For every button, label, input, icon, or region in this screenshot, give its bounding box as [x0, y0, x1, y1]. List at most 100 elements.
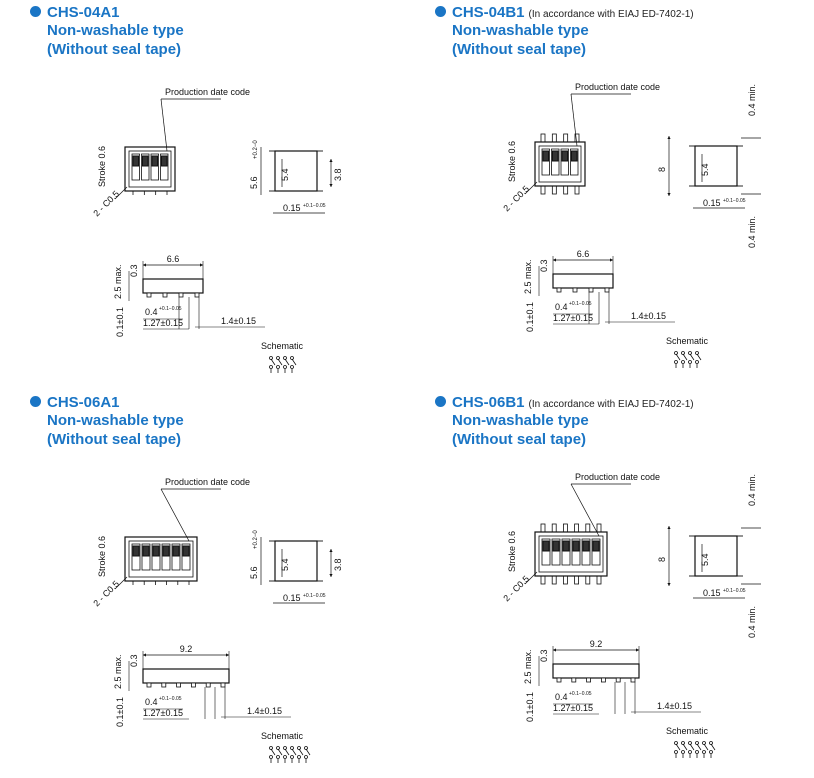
lead-width-tolerance-label: +0.1−0.05 [569, 301, 592, 307]
schematic-switch [689, 353, 695, 361]
lead-thickness-label: 0.15 [703, 588, 721, 598]
subtitle-seal: (Without seal tape) [47, 41, 182, 58]
dimension-arrow [143, 263, 146, 267]
front-lead [194, 292, 200, 298]
switch-actuator [542, 540, 550, 552]
chamfer-label: 2 - C0.5 [501, 184, 531, 214]
length-label: 6.6 [167, 254, 180, 264]
front-lead [178, 292, 184, 298]
schematic-switch [689, 743, 695, 751]
schematic-contact [269, 365, 273, 369]
side-label: 3.8 [333, 558, 343, 571]
switch-slot [150, 153, 159, 181]
schematic-switch [696, 353, 702, 361]
lead-width-label: 0.4 [555, 692, 568, 702]
top-view-body [534, 141, 586, 187]
schematic-switch [277, 748, 283, 756]
lead-thickness-tolerance-label: +0.1−0.05 [303, 593, 326, 599]
schematic-label: Schematic [261, 341, 304, 351]
switch-actuator [142, 155, 149, 167]
lead-top [563, 133, 569, 143]
front-lead [615, 677, 621, 683]
front-view-body [552, 663, 640, 679]
body-label: 5.4 [700, 553, 710, 566]
switch-actuator [182, 545, 190, 557]
model-name: CHS-06A1 [47, 394, 120, 411]
schematic-switch [305, 748, 311, 756]
schematic-switch [298, 748, 304, 756]
min-label-bottom: 0.4 min. [747, 606, 757, 638]
schematic-contact [283, 755, 287, 759]
top-view-inner [538, 535, 604, 573]
stroke-label: Stroke 0.6 [97, 536, 107, 577]
schematic-label: Schematic [666, 336, 709, 346]
schematic-switch [682, 743, 688, 751]
model-name: CHS-06B1 [452, 394, 525, 411]
body-label: 5.4 [280, 558, 290, 571]
switch-slot [551, 148, 560, 176]
switch-slot [141, 153, 150, 181]
front-lead [572, 287, 578, 293]
front-lead [146, 292, 152, 298]
model-name: CHS-04B1 [452, 4, 525, 21]
switch-actuator [562, 540, 570, 552]
front-lead [556, 287, 562, 293]
dimension-arrow [667, 526, 671, 529]
length-label: 9.2 [180, 644, 193, 654]
length-label: 9.2 [590, 639, 603, 649]
offset-label: 1.4±0.15 [657, 701, 692, 711]
top-label: 0.3 [539, 649, 549, 662]
panel-header: CHS-06A1 Non-washable type (Without seal… [30, 394, 184, 449]
side-view-body [274, 540, 318, 582]
switch-actuator [152, 545, 160, 557]
top-label: 0.3 [539, 259, 549, 272]
schematic-switch [270, 358, 276, 366]
leader-line [160, 98, 168, 152]
production-date-code-label: Production date code [165, 87, 250, 97]
schematic-contact [276, 755, 280, 759]
dimension-arrow [610, 258, 613, 262]
stroke-label: Stroke 0.6 [507, 141, 517, 182]
leader-line [114, 186, 128, 200]
schematic-contact [674, 360, 678, 364]
standoff-label: 0.1±0.1 [115, 697, 125, 727]
lead-width-tolerance-label: +0.1−0.05 [159, 696, 182, 702]
panel-chs-04b1: CHS-04B1(In accordance with EIAJ ED-7402… [405, 0, 809, 388]
pitch-label: 1.27±0.15 [143, 708, 183, 718]
max-height-label: 2.5 max. [523, 649, 533, 684]
dimension-arrow [200, 263, 203, 267]
schematic-switch [291, 748, 297, 756]
schematic-contact [709, 750, 713, 754]
switch-actuator [162, 545, 170, 557]
height-tolerance-label: +0.2−0 [253, 140, 259, 159]
lead-thickness-tolerance-label: +0.1−0.05 [303, 203, 326, 209]
schematic-switch [284, 358, 290, 366]
offset-label: 1.4±0.15 [221, 316, 256, 326]
switch-slot [141, 543, 151, 571]
panel-chs-04a1: CHS-04A1 Non-washable type (Without seal… [0, 0, 404, 388]
schematic-contact [681, 750, 685, 754]
dimension-arrow [667, 193, 671, 196]
lead-top [585, 523, 591, 533]
top-view-inner [128, 540, 194, 578]
stroke-label: Stroke 0.6 [97, 146, 107, 187]
front-lead [588, 287, 594, 293]
schematic-switch [270, 748, 276, 756]
lead-thickness-tolerance-label: +0.1−0.05 [723, 198, 746, 204]
switch-slot [131, 543, 141, 571]
front-lead [586, 677, 592, 683]
side-view-body [694, 535, 738, 577]
switch-slot [561, 538, 571, 566]
schematic-contact [681, 360, 685, 364]
lead-bottom [563, 185, 569, 195]
offset-label: 1.4±0.15 [247, 706, 282, 716]
schematic-contact [695, 360, 699, 364]
leader-line [160, 488, 190, 542]
lead-top [574, 523, 580, 533]
switch-slot [551, 538, 561, 566]
standoff-label: 0.1±0.1 [525, 302, 535, 332]
panel-chs-06b1: CHS-06B1(In accordance with EIAJ ED-7402… [405, 390, 809, 778]
dimension-arrow [329, 184, 333, 187]
top-view-body [534, 531, 608, 577]
